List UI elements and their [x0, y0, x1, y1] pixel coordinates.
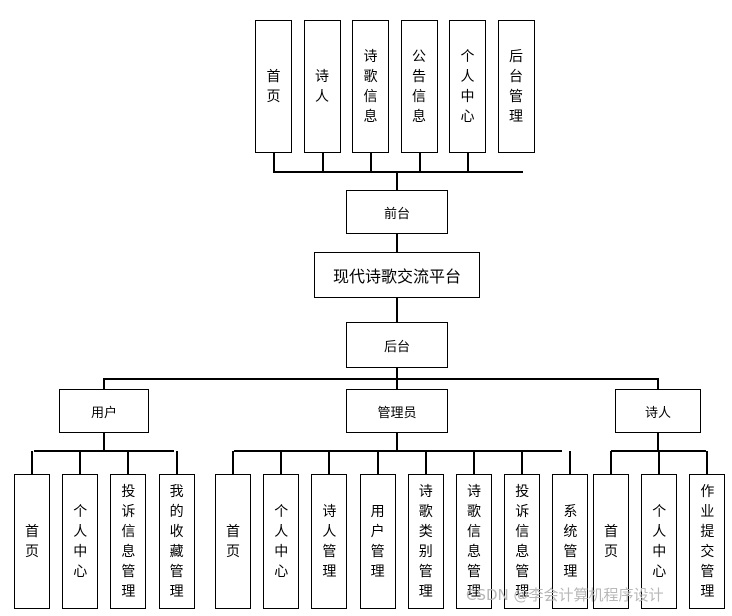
connector — [396, 172, 398, 190]
role-user: 用户 — [59, 389, 149, 433]
backend-item: 我的收藏管理 — [158, 474, 195, 609]
backend-item: 诗人管理 — [311, 474, 348, 609]
frontend-item: 公告信息 — [400, 20, 438, 153]
backend-item: 个人中心 — [62, 474, 99, 609]
connector — [273, 153, 275, 172]
frontend-item: 个人中心 — [449, 20, 486, 153]
connector — [657, 379, 659, 389]
connector — [396, 368, 398, 379]
connector — [232, 451, 234, 474]
connector — [396, 234, 398, 252]
connector — [328, 451, 331, 474]
connector — [175, 451, 178, 474]
backend-item: 投诉信息管理 — [504, 474, 541, 609]
connector — [521, 451, 524, 474]
connector — [569, 451, 572, 474]
connector — [396, 298, 398, 322]
role-admin: 管理员 — [346, 389, 448, 433]
connector — [103, 379, 105, 389]
backend-item: 系统管理 — [552, 474, 589, 609]
connector — [127, 451, 130, 474]
backend-node: 后台 — [346, 322, 448, 368]
connector — [31, 451, 33, 474]
backend-item: 首页 — [593, 474, 629, 609]
connector — [322, 153, 324, 172]
connector — [79, 451, 82, 474]
connector — [657, 433, 659, 451]
connector — [280, 451, 283, 474]
frontend-item: 首页 — [255, 20, 292, 153]
backend-item: 用户管理 — [359, 474, 396, 609]
connector — [419, 153, 421, 172]
connector — [473, 451, 475, 474]
watermark: CSDN @李会计算机程序设计 — [466, 586, 664, 604]
frontend-node: 前台 — [346, 190, 448, 234]
connector — [424, 451, 427, 474]
platform-node: 现代诗歌交流平台 — [314, 252, 480, 298]
connector — [103, 433, 105, 451]
backend-item: 个人中心 — [641, 474, 678, 609]
connector — [103, 378, 659, 380]
backend-item: 诗歌信息管理 — [456, 474, 492, 609]
backend-item: 首页 — [14, 474, 50, 609]
connector — [370, 153, 372, 172]
connector — [467, 153, 469, 172]
backend-item: 投诉信息管理 — [110, 474, 147, 609]
connector — [34, 450, 174, 452]
connector — [706, 451, 709, 474]
connector — [234, 450, 562, 452]
backend-item: 作业提交管理 — [689, 474, 726, 609]
backend-item: 首页 — [215, 474, 251, 609]
connector — [396, 379, 398, 389]
connector — [396, 433, 398, 451]
connector — [610, 451, 612, 474]
frontend-item: 诗歌信息 — [352, 20, 389, 153]
backend-item: 个人中心 — [263, 474, 300, 609]
frontend-item: 诗人 — [303, 20, 341, 153]
connector — [658, 451, 661, 474]
backend-item: 诗歌类别管理 — [407, 474, 444, 609]
connector — [273, 171, 523, 173]
frontend-item: 后台管理 — [497, 20, 535, 153]
connector — [376, 451, 379, 474]
role-poet: 诗人 — [615, 389, 701, 433]
